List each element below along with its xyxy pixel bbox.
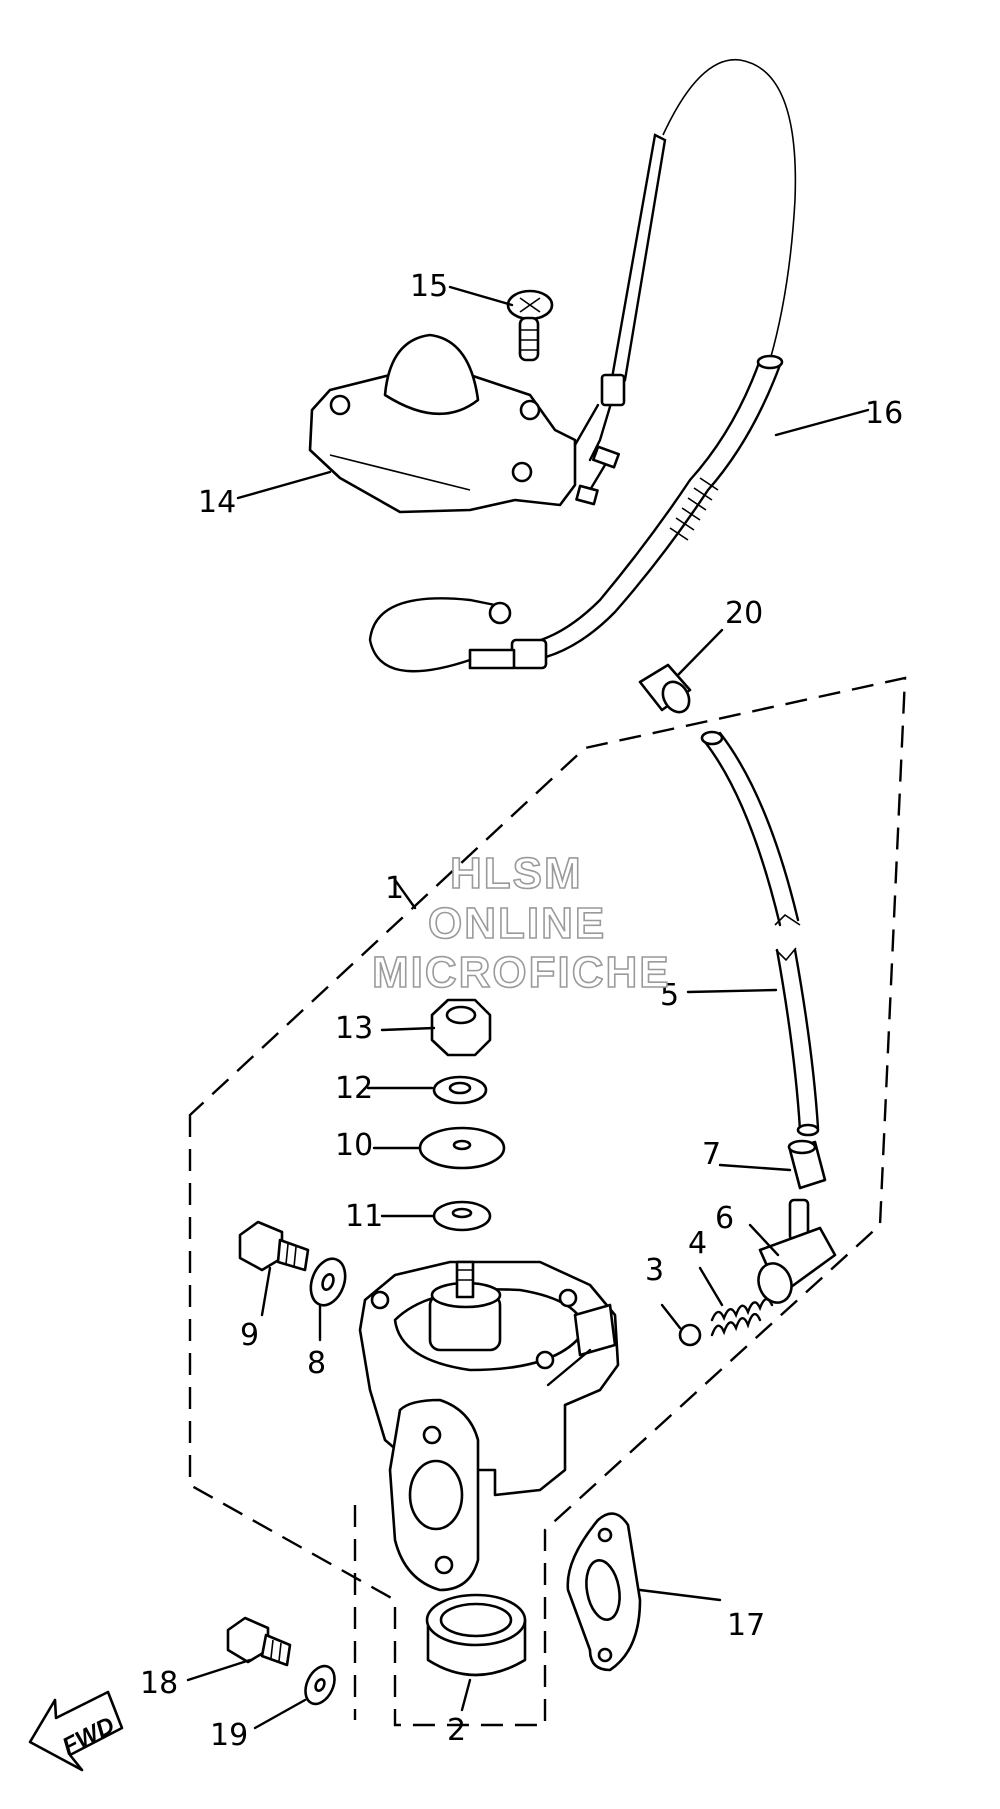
watermark: HLSM ONLINE MICROFICHE <box>371 848 671 998</box>
part-20-cap <box>638 663 692 714</box>
watermark-line-2: ONLINE <box>428 899 606 948</box>
callout-17: 17 <box>727 1608 765 1643</box>
callout-9: 9 <box>240 1318 259 1353</box>
leader-lines <box>186 285 870 1730</box>
callout-13: 13 <box>335 1011 373 1046</box>
part-9-bolt <box>238 1220 310 1272</box>
callout-10: 10 <box>335 1128 373 1163</box>
callout-6: 6 <box>715 1201 734 1236</box>
callout-15: 15 <box>410 269 448 304</box>
assembly-boundary <box>188 676 907 1727</box>
callout-19: 19 <box>210 1718 248 1753</box>
part-15-screw <box>506 289 554 362</box>
forward-arrow: FWD <box>28 1690 124 1772</box>
part-2-seal <box>425 1593 527 1677</box>
part-13-nut <box>430 998 492 1057</box>
part-11-washer <box>432 1200 492 1232</box>
callout-20: 20 <box>725 596 763 631</box>
part-19-washer <box>304 1664 336 1706</box>
callout-12: 12 <box>335 1071 373 1106</box>
callout-11: 11 <box>345 1199 383 1234</box>
callout-5: 5 <box>660 978 679 1013</box>
part-10-washer <box>418 1126 506 1170</box>
part-4-spring <box>710 1298 774 1337</box>
callout-14: 14 <box>198 485 236 520</box>
callout-labels: 1 2 3 4 5 6 7 8 9 10 11 12 13 14 15 16 1… <box>140 269 903 1753</box>
callout-4: 4 <box>688 1226 707 1261</box>
part-16-hose <box>368 354 784 673</box>
throttle-cable <box>573 58 797 506</box>
part-12-lock-washer <box>432 1075 488 1105</box>
part-6-fitting <box>757 1198 837 1304</box>
callout-2: 2 <box>447 1713 466 1748</box>
part-8-washer <box>309 1257 347 1307</box>
part-17-gasket <box>566 1512 642 1672</box>
callout-18: 18 <box>140 1666 178 1701</box>
forward-arrow-icon <box>28 1690 124 1772</box>
part-14-cover <box>308 333 577 514</box>
pump-body <box>358 1260 620 1592</box>
callout-3: 3 <box>645 1253 664 1288</box>
watermark-line-3: MICROFICHE <box>372 948 671 997</box>
part-18-bolt <box>226 1616 292 1667</box>
part-5-hose <box>700 730 820 1137</box>
callout-1: 1 <box>385 871 404 906</box>
callout-8: 8 <box>307 1346 326 1381</box>
part-3-ball <box>678 1323 702 1347</box>
part-7-sleeve <box>787 1139 827 1190</box>
callout-16: 16 <box>865 396 903 431</box>
callout-7: 7 <box>702 1137 721 1172</box>
watermark-line-1: HLSM <box>450 849 583 898</box>
